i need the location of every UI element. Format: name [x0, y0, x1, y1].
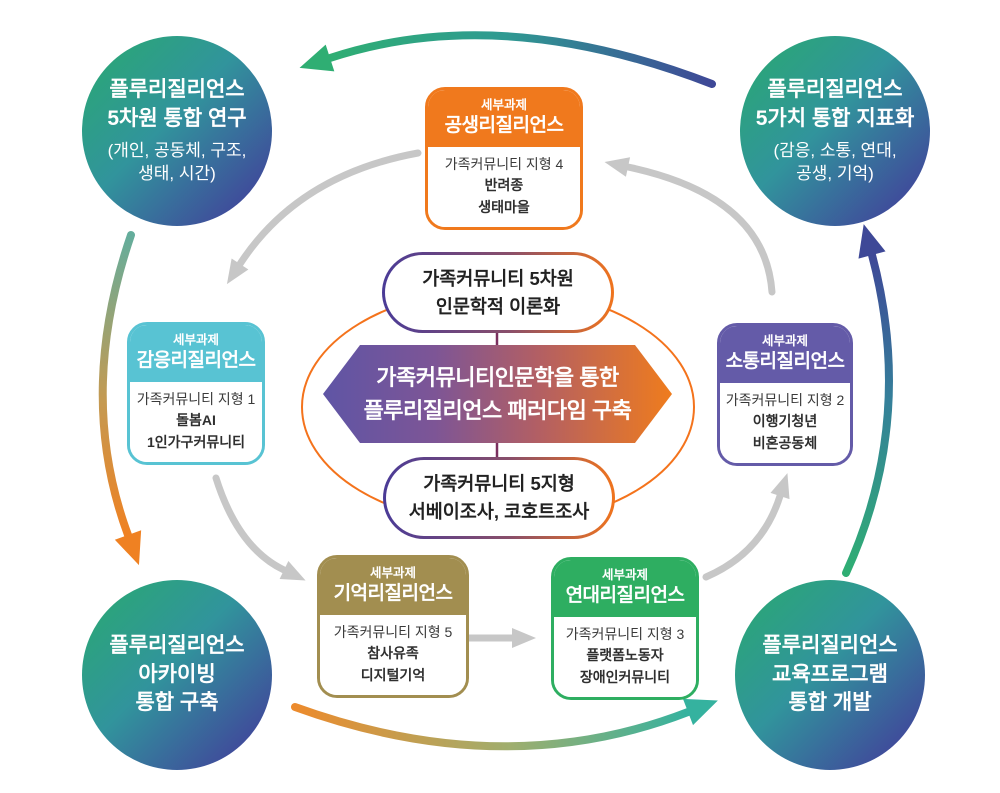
card-body-line: 장애인커뮤니티 [579, 668, 671, 685]
card-body-line: 가족커뮤니티 지형 5 [333, 623, 453, 640]
circle-title-line: 5차원 통합 연구 [107, 107, 247, 131]
hexagon-banner: 가족커뮤니티인문학을 통한 플루리질리언스 패러다임 구축 [323, 345, 672, 443]
hexagon-line: 플루리질리언스 패러다임 구축 [363, 398, 632, 423]
inner-gray-arrows [212, 149, 790, 648]
circle-title-line: 플루리질리언스 [762, 633, 898, 657]
card-badge: 세부과제 [172, 333, 219, 347]
card-body-line: 가족커뮤니티 지형 2 [725, 391, 845, 408]
circle-top-right: 플루리질리언스 5가치 통합 지표화 (감응, 소통, 연대, 공생, 기억) [740, 36, 930, 226]
oval-line: 가족커뮤니티 5차원 [422, 267, 574, 289]
arrow-communication-to-symbiosis [604, 157, 776, 296]
oval-line: 인문학적 이론화 [435, 295, 561, 317]
card-body-line: 비혼공동체 [752, 434, 818, 451]
outer-arc-right-arrow [842, 224, 893, 577]
outer-arc-left-arrow [98, 231, 142, 566]
circle-title-line: 플루리질리언스 [767, 78, 903, 102]
oval-theory: 가족커뮤니티 5차원 인문학적 이론화 [382, 252, 614, 333]
card-header: 세부과제 공생리질리언스 [428, 90, 580, 147]
card-memory: 세부과제 기억리질리언스 가족커뮤니티 지형 5 참사유족 디지털기억 [317, 555, 469, 698]
hexagon-line: 가족커뮤니티인문학을 통한 [376, 365, 619, 390]
arrow-affect-to-memory [212, 474, 306, 581]
card-body-line: 1인가구커뮤니티 [147, 433, 245, 450]
circle-title-line: 통합 구축 [135, 691, 219, 715]
circle-title-line: 아카이빙 [138, 662, 216, 686]
card-solidarity: 세부과제 연대리질리언스 가족커뮤니티 지형 3 플랫폼노동자 장애인커뮤니티 [551, 557, 699, 700]
card-header: 세부과제 기억리질리언스 [320, 558, 466, 615]
circle-title-line: 통합 개발 [788, 691, 872, 715]
circle-title-line: 플루리질리언스 [109, 633, 245, 657]
card-symbiosis: 세부과제 공생리질리언스 가족커뮤니티 지형 4 반려종 생태마을 [425, 87, 583, 230]
card-header: 세부과제 연대리질리언스 [554, 560, 696, 617]
outer-arc-top-arrow [299, 31, 716, 88]
card-header: 세부과제 감응리질리언스 [130, 325, 262, 382]
arrow-memory-to-solidarity [464, 628, 536, 648]
card-title: 기억리질리언스 [333, 582, 453, 604]
card-badge: 세부과제 [601, 568, 648, 582]
circle-bottom-left: 플루리질리언스 아카이빙 통합 구축 [82, 580, 272, 770]
arrow-symbiosis-to-affect [226, 149, 422, 285]
card-title: 감응리질리언스 [136, 349, 256, 371]
card-body: 가족커뮤니티 지형 4 반려종 생태마을 [428, 146, 580, 227]
card-body: 가족커뮤니티 지형 2 이행기청년 비혼공동체 [720, 382, 850, 463]
card-badge: 세부과제 [369, 566, 416, 580]
card-body-line: 가족커뮤니티 지형 1 [136, 390, 256, 407]
card-body-line: 참사유족 [367, 645, 419, 662]
circle-top-left: 플루리질리언스 5차원 통합 연구 (개인, 공동체, 구조, 생태, 시간) [82, 36, 272, 226]
circle-sub-line: 생태, 시간) [138, 163, 216, 183]
card-body-line: 이행기청년 [752, 413, 818, 430]
oval-survey: 가족커뮤니티 5지형 서베이조사, 코호트조사 [383, 457, 615, 539]
card-affect: 세부과제 감응리질리언스 가족커뮤니티 지형 1 돌봄AI 1인가구커뮤니티 [127, 322, 265, 465]
oval-line: 서베이조사, 코호트조사 [408, 501, 590, 522]
outer-arc-bottom-arrow [291, 698, 718, 751]
card-body-line: 가족커뮤니티 지형 3 [565, 625, 685, 642]
circle-sub-line: 공생, 기억) [796, 163, 874, 183]
circle-bottom-right: 플루리질리언스 교육프로그램 통합 개발 [735, 580, 925, 770]
card-badge: 세부과제 [761, 334, 808, 348]
oval-line: 가족커뮤니티 5지형 [423, 473, 575, 495]
card-body-line: 생태마을 [478, 198, 530, 215]
circle-title-line: 플루리질리언스 [109, 78, 245, 102]
card-body-line: 반려종 [484, 177, 524, 194]
circle-sub-line: (감응, 소통, 연대, [773, 141, 897, 161]
card-body: 가족커뮤니티 지형 1 돌봄AI 1인가구커뮤니티 [130, 381, 262, 462]
card-body-line: 돌봄AI [176, 412, 216, 429]
card-body-line: 디지털기억 [360, 666, 426, 683]
card-communication: 세부과제 소통리질리언스 가족커뮤니티 지형 2 이행기청년 비혼공동체 [717, 323, 853, 466]
card-title: 소통리질리언스 [725, 350, 845, 372]
card-title: 연대리질리언스 [565, 584, 685, 606]
card-title: 공생리질리언스 [444, 114, 564, 136]
card-body: 가족커뮤니티 지형 5 참사유족 디지털기억 [320, 614, 466, 695]
arrow-solidarity-to-communication [702, 473, 790, 581]
card-body-line: 플랫폼노동자 [586, 647, 664, 664]
circle-sub-line: (개인, 공동체, 구조, [107, 141, 247, 161]
card-body-line: 가족커뮤니티 지형 4 [444, 155, 564, 172]
card-header: 세부과제 소통리질리언스 [720, 326, 850, 383]
circle-title-line: 교육프로그램 [772, 662, 888, 686]
card-body: 가족커뮤니티 지형 3 플랫폼노동자 장애인커뮤니티 [554, 616, 696, 697]
card-badge: 세부과제 [480, 98, 527, 112]
circle-title-line: 5가치 통합 지표화 [755, 107, 915, 131]
